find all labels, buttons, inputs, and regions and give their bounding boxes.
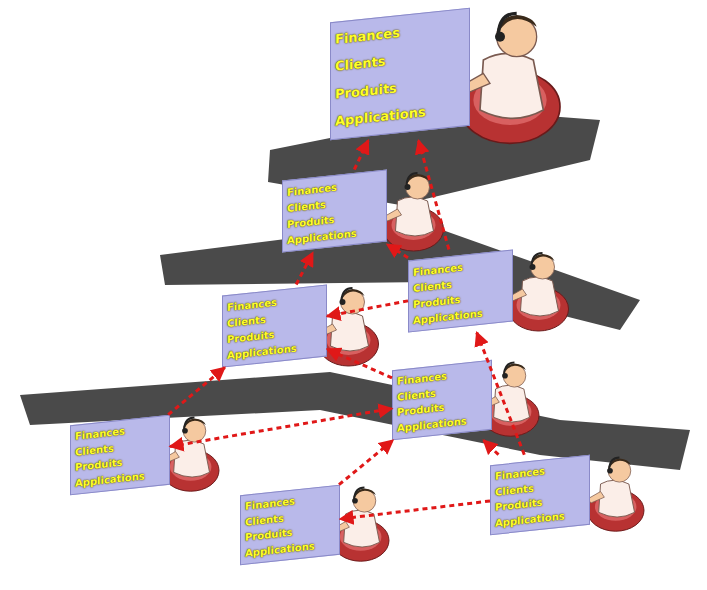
screen-box: FinancesClientsProduitsApplications [392,360,492,441]
worker-figure [460,13,560,143]
dashed-arrow [484,440,499,454]
screen-label: Clients [335,46,465,74]
worker-figure [509,253,569,331]
screen-box: FinancesClientsProduitsApplications [490,455,590,536]
screen-label: Finances [397,367,487,387]
dashed-arrow [419,140,449,249]
screen-box: FinancesClientsProduitsApplications [240,485,340,566]
worker-figure [319,288,379,366]
dashed-arrow [327,301,408,316]
screen-label: Produits [335,74,465,102]
screen-label: Finances [335,19,465,47]
screen-label: Finances [245,492,335,512]
dashed-arrow [387,244,408,257]
dashed-arrow [354,140,368,169]
dashed-arrow [339,440,393,484]
dashed-arrow [477,333,525,455]
screen-label: Finances [227,292,322,313]
worker-figure [162,418,219,492]
dashed-arrow [170,409,392,447]
screen-box: FinancesClientsProduitsApplications [282,169,387,252]
worker-figure [332,488,389,562]
dashed-arrow [168,368,225,415]
dashed-arrow [296,253,313,285]
screen-box: FinancesClientsProduitsApplications [330,8,470,141]
dashed-arrow [340,501,490,519]
screen-label: Finances [287,177,382,198]
screen-label: Finances [495,462,585,482]
screen-label: Applications [335,101,465,129]
screen-label: Finances [75,422,165,442]
screen-label: Finances [413,257,508,278]
worker-figure [384,173,444,251]
worker-figure [587,458,644,532]
dashed-arrow [327,349,392,378]
screen-box: FinancesClientsProduitsApplications [70,415,170,496]
screen-box: FinancesClientsProduitsApplications [222,284,327,367]
screen-box: FinancesClientsProduitsApplications [408,249,513,332]
